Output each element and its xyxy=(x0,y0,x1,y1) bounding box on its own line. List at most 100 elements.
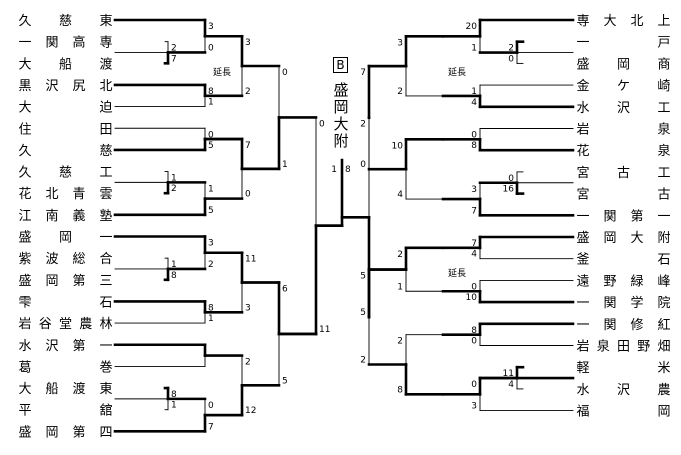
left-score: 2 xyxy=(245,358,251,368)
right-team-1-char-1: 戸 xyxy=(657,36,670,51)
right-score: 2 xyxy=(397,250,403,260)
right-score: 20 xyxy=(466,22,478,32)
right-team-16-char-0: 軽 xyxy=(576,361,589,376)
left-score: 5 xyxy=(282,376,288,386)
right-team-2-char-2: 商 xyxy=(657,57,670,72)
right-score: 1 xyxy=(397,282,403,292)
left-score: 1 xyxy=(208,314,214,324)
champion-char-3: 附 xyxy=(333,132,348,150)
right-team-0-char-0: 専 xyxy=(576,14,589,29)
right-score: 4 xyxy=(508,380,514,390)
left-team-10-char-2: 一 xyxy=(99,231,112,246)
left-score: 5 xyxy=(208,206,214,216)
left-team-0-char-0: 久 xyxy=(18,14,31,29)
right-team-1-char-0: 一 xyxy=(576,36,589,51)
left-score: 0 xyxy=(245,190,251,200)
right-team-15-char-4: 畑 xyxy=(657,340,670,355)
left-team-5-char-1: 田 xyxy=(99,122,112,137)
right-score: 2 xyxy=(508,44,514,54)
right-team-15-char-1: 泉 xyxy=(597,339,610,355)
left-score: 1 xyxy=(208,98,214,108)
right-team-4-char-0: 水 xyxy=(576,101,589,116)
left-team-11-char-1: 波 xyxy=(45,252,58,267)
right-team-13-char-0: 一 xyxy=(576,296,589,311)
left-team-18-char-1: 舘 xyxy=(99,403,112,419)
right-score: 10 xyxy=(392,141,404,151)
left-team-16-char-1: 巻 xyxy=(99,360,112,375)
right-score: 4 xyxy=(397,190,403,200)
right-extension-label: 延長 xyxy=(448,66,466,78)
left-score: 1 xyxy=(171,401,177,411)
right-score: 5 xyxy=(360,272,366,282)
left-score: 3 xyxy=(208,239,214,249)
right-team-17-char-1: 沢 xyxy=(617,383,630,398)
right-score: 8 xyxy=(471,326,477,336)
left-team-6-char-1: 慈 xyxy=(99,144,112,159)
right-team-17-char-0: 水 xyxy=(576,383,589,398)
right-team-18-char-0: 福 xyxy=(576,405,589,420)
right-team-9-char-0: 一 xyxy=(576,209,589,224)
right-team-6-char-0: 花 xyxy=(576,143,589,159)
left-team-3-char-0: 黒 xyxy=(18,79,31,94)
right-score: 3 xyxy=(471,185,477,195)
left-team-6-char-0: 久 xyxy=(18,144,31,159)
left-team-15-char-0: 水 xyxy=(18,339,31,354)
left-score: 7 xyxy=(245,141,251,151)
left-team-10-char-0: 盛 xyxy=(18,231,31,246)
right-score: 3 xyxy=(471,402,477,412)
right-team-15-char-3: 野 xyxy=(637,340,650,355)
right-score: 8 xyxy=(397,385,403,395)
left-team-17-char-0: 大 xyxy=(18,382,31,397)
left-score: 5 xyxy=(208,141,214,151)
right-score: 2 xyxy=(397,337,403,347)
left-score: 2 xyxy=(208,260,214,270)
right-score: 1 xyxy=(471,87,477,97)
left-team-9-char-0: 江 xyxy=(18,209,31,224)
left-team-5-char-0: 住 xyxy=(18,122,31,137)
left-team-19-char-2: 第 xyxy=(72,425,85,440)
left-team-10-char-1: 岡 xyxy=(59,231,72,246)
right-score: 0 xyxy=(471,282,477,292)
left-team-19-char-3: 四 xyxy=(99,425,112,440)
bracket-lines xyxy=(113,18,575,433)
right-team-8-char-1: 古 xyxy=(657,188,670,203)
right-team-11-char-1: 石 xyxy=(657,253,670,268)
left-score: 2 xyxy=(245,87,251,97)
left-team-18-char-0: 平 xyxy=(18,404,31,419)
left-score: 1 xyxy=(171,260,177,270)
left-score: 0 xyxy=(208,43,214,53)
right-score: 10 xyxy=(466,293,478,303)
right-team-3-char-0: 金 xyxy=(576,78,589,94)
left-team-17-char-2: 渡 xyxy=(72,381,85,397)
left-team-0-char-1: 慈 xyxy=(59,14,72,29)
right-score: 11 xyxy=(503,369,514,379)
left-team-2-char-1: 船 xyxy=(59,57,72,72)
right-team-17-char-2: 農 xyxy=(657,383,670,398)
right-team-5-char-0: 岩 xyxy=(576,123,589,138)
left-team-3-char-2: 尻 xyxy=(72,79,85,94)
left-team-11-char-2: 総 xyxy=(72,252,85,267)
left-team-9-char-2: 義 xyxy=(72,208,85,224)
left-team-11-char-3: 合 xyxy=(99,252,112,267)
left-team-12-char-3: 三 xyxy=(99,274,112,289)
bracket-texts: 久慈東一関高専大船渡黒沢尻北大迫住田久慈久慈工花北青雲江南義塾盛岡一紫波総合盛岡… xyxy=(18,13,670,440)
right-score: 0 xyxy=(471,380,477,390)
left-team-12-char-1: 岡 xyxy=(45,274,58,289)
left-extension-label: 延長 xyxy=(213,66,231,78)
champion-char-0: 盛 xyxy=(333,81,348,99)
right-team-9-char-3: 一 xyxy=(657,209,670,224)
left-score: 12 xyxy=(245,406,256,416)
right-score: 4 xyxy=(471,250,477,260)
right-team-7-char-1: 古 xyxy=(617,166,630,181)
right-score: 0 xyxy=(471,131,477,141)
right-score: 0 xyxy=(508,54,514,64)
right-team-12-char-0: 遠 xyxy=(576,274,589,289)
right-team-15-char-0: 岩 xyxy=(576,340,589,355)
left-team-8-char-3: 雲 xyxy=(99,187,112,202)
left-score: 1 xyxy=(208,184,214,194)
right-team-4-char-1: 沢 xyxy=(617,101,630,116)
right-team-13-char-3: 院 xyxy=(657,296,670,311)
left-score: 1 xyxy=(171,174,177,184)
right-team-10-char-0: 盛 xyxy=(576,231,589,246)
